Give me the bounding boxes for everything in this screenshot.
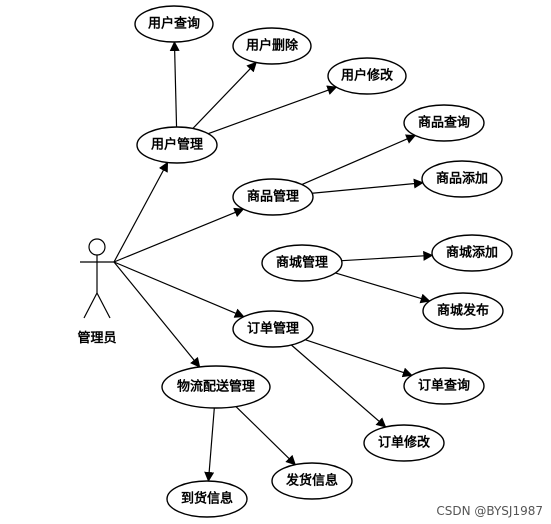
use-case-label: 商城发布 [437, 303, 489, 319]
use-case-ellipse [161, 365, 271, 409]
use-case-label: 商品管理 [247, 189, 299, 205]
use-case-ellipse [166, 480, 248, 518]
use-case-ellipse [134, 5, 214, 43]
use-case-user-query[interactable]: 用户查询 [134, 5, 214, 43]
use-case-label: 商品添加 [436, 171, 488, 187]
edge-admin-to-goods_mgmt [113, 207, 245, 263]
use-case-order-edit[interactable]: 订单修改 [363, 424, 445, 462]
use-case-label: 用户管理 [150, 137, 203, 153]
edge-admin-to-logistics_mgmt [113, 261, 201, 368]
use-case-ellipse [136, 126, 218, 164]
edge-goods_mgmt-to-goods_add [312, 178, 424, 194]
use-case-shipping-info[interactable]: 发货信息 [271, 462, 353, 500]
use-case-user-edit[interactable]: 用户修改 [327, 57, 407, 95]
use-case-label: 商城管理 [276, 255, 328, 271]
use-case-ellipse [431, 234, 513, 272]
actor-admin[interactable]: 管理员 [77, 238, 117, 346]
use-case-label: 用户修改 [340, 68, 394, 84]
use-case-ellipse [403, 367, 485, 405]
use-case-mall-add[interactable]: 商城添加 [431, 234, 513, 272]
actor-left-leg [83, 292, 98, 319]
use-case-ellipse [363, 424, 445, 462]
watermark: CSDN @BYSJ1987 [436, 504, 543, 518]
use-case-label: 用户查询 [147, 16, 200, 32]
use-case-label: 商品查询 [418, 115, 470, 131]
use-case-mall-publish[interactable]: 商城发布 [422, 292, 504, 330]
use-case-ellipse [232, 310, 314, 348]
use-case-ellipse [232, 178, 314, 216]
use-case-goods-mgmt[interactable]: 商品管理 [232, 178, 314, 216]
use-case-mall-mgmt[interactable]: 商城管理 [261, 244, 343, 282]
use-case-goods-query[interactable]: 商品查询 [403, 104, 485, 142]
edge-order_mgmt-to-order_query [304, 339, 413, 378]
edge-goods_mgmt-to-goods_query [301, 134, 417, 186]
use-case-ellipse [421, 160, 503, 198]
edge-order_mgmt-to-order_edit [290, 344, 387, 428]
use-case-label: 物流配送管理 [177, 379, 255, 395]
use-case-order-mgmt[interactable]: 订单管理 [232, 310, 314, 348]
edge-logistics_mgmt-to-arrival_info [204, 407, 215, 483]
use-case-label: 到货信息 [181, 491, 233, 507]
use-case-label: 用户删除 [245, 38, 299, 54]
edge-admin-to-order_mgmt [113, 261, 245, 318]
edge-mall_mgmt-to-mall_add [341, 250, 434, 262]
use-case-ellipse [232, 27, 312, 65]
edge-user_mgmt-to-user_query [169, 40, 180, 128]
use-case-user-delete[interactable]: 用户删除 [232, 27, 312, 65]
use-case-ellipse [271, 462, 353, 500]
use-case-label: 订单修改 [378, 435, 431, 451]
edge-admin-to-user_mgmt [113, 161, 169, 263]
use-case-ellipse [403, 104, 485, 142]
edges-layer [113, 40, 434, 483]
use-case-ellipse [261, 244, 343, 282]
actor-label: 管理员 [77, 330, 116, 346]
edge-logistics_mgmt-to-shipping_info [235, 406, 297, 466]
use-case-arrival-info[interactable]: 到货信息 [166, 480, 248, 518]
use-case-label: 订单查询 [418, 378, 470, 394]
use-case-label: 商城添加 [446, 245, 498, 261]
use-case-ellipse [422, 292, 504, 330]
edge-mall_mgmt-to-mall_publish [335, 272, 431, 304]
use-case-logistics-mgmt[interactable]: 物流配送管理 [161, 365, 271, 409]
edge-user_mgmt-to-user_edit [207, 85, 338, 135]
use-case-label: 发货信息 [285, 473, 338, 489]
use-case-order-query[interactable]: 订单查询 [403, 367, 485, 405]
use-case-label: 订单管理 [247, 321, 299, 337]
actor-right-leg [96, 292, 111, 319]
edge-user_mgmt-to-user_delete [192, 61, 257, 129]
use-case-user-mgmt[interactable]: 用户管理 [136, 126, 218, 164]
actor-head [88, 238, 106, 256]
use-case-goods-add[interactable]: 商品添加 [421, 160, 503, 198]
use-case-ellipse [327, 57, 407, 95]
